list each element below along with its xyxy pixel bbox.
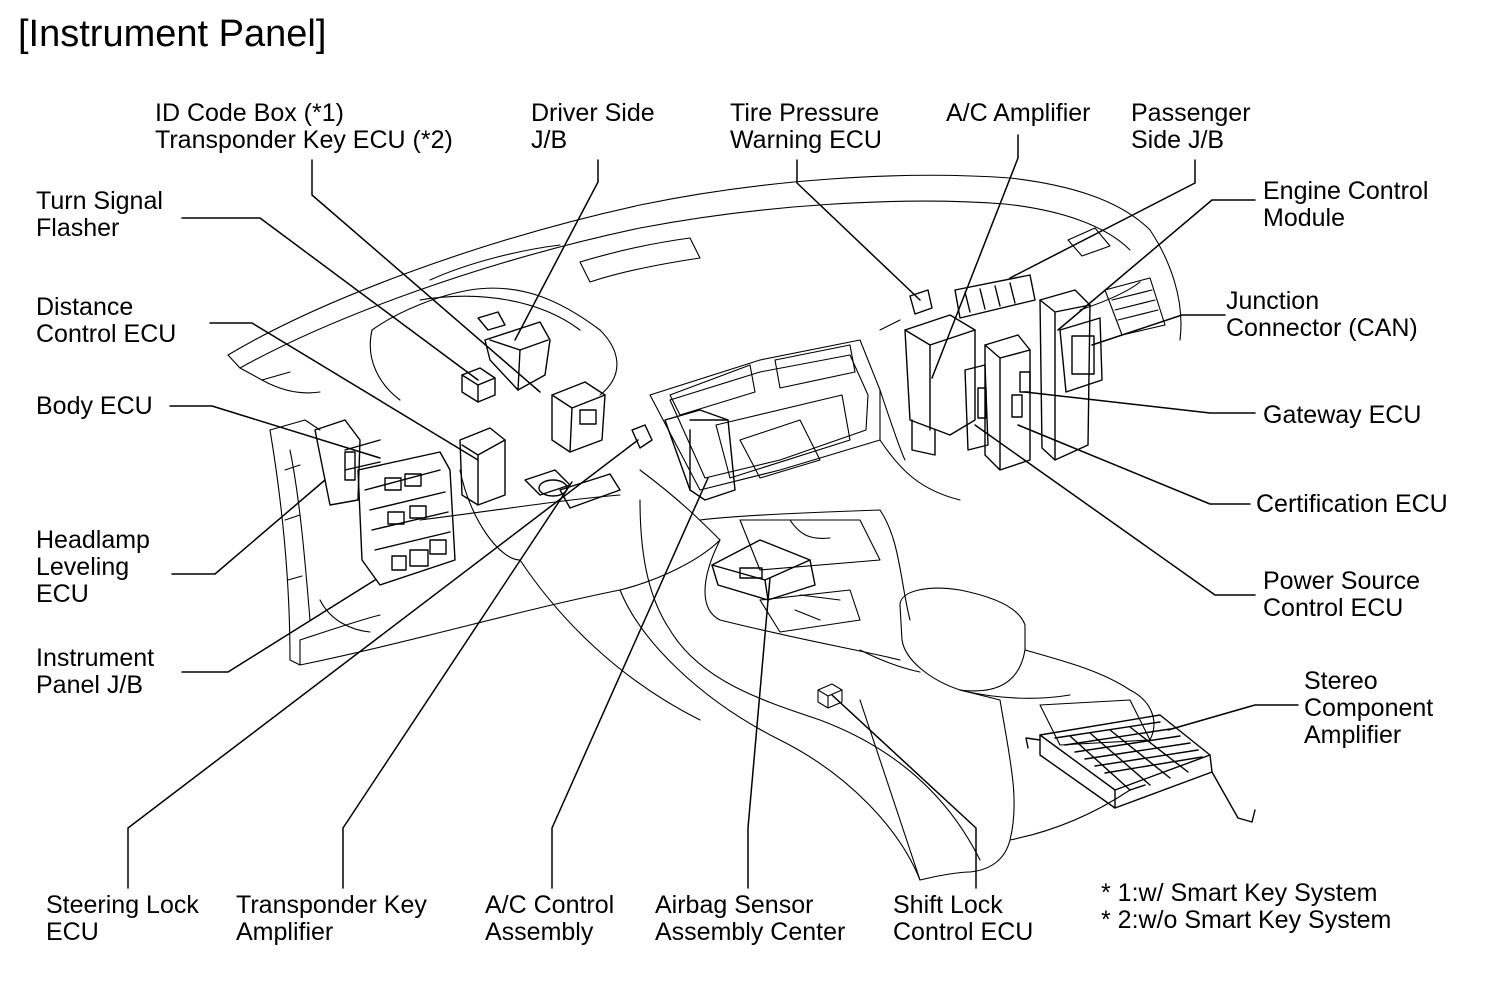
- label-line: Module: [1263, 204, 1345, 232]
- label-line: Gateway ECU: [1263, 401, 1422, 429]
- label-ac-control-assembly: A/C Control Assembly: [485, 892, 614, 946]
- label-line: Transponder Key: [236, 891, 427, 919]
- label-line: Warning ECU: [730, 126, 882, 154]
- label-line: Passenger: [1131, 99, 1251, 127]
- label-line: ID Code Box (*1): [155, 99, 344, 127]
- label-airbag-sensor-assembly-center: Airbag Sensor Assembly Center: [655, 892, 845, 946]
- label-driver-side-jb: Driver Side J/B: [531, 100, 655, 154]
- label-line: Body ECU: [36, 392, 153, 420]
- label-line: J/B: [531, 126, 568, 154]
- label-line: Connector (CAN): [1226, 314, 1418, 342]
- label-line: ECU: [36, 580, 89, 608]
- label-line: Shift Lock: [893, 891, 1003, 919]
- label-line: Control ECU: [893, 918, 1034, 946]
- label-ac-amplifier: A/C Amplifier: [946, 100, 1090, 127]
- label-id-code-box: ID Code Box (*1) Transponder Key ECU (*2…: [155, 100, 453, 154]
- label-shift-lock-control-ecu: Shift Lock Control ECU: [893, 892, 1033, 946]
- label-gateway-ecu: Gateway ECU: [1263, 402, 1421, 429]
- label-line: Distance: [36, 293, 134, 321]
- leader-lines: [128, 135, 1298, 888]
- footnotes: * 1:w/ Smart Key System * 2:w/o Smart Ke…: [1101, 880, 1391, 934]
- label-steering-lock-ecu: Steering Lock ECU: [46, 892, 199, 946]
- label-line: Steering Lock: [46, 891, 199, 919]
- label-line: Flasher: [36, 214, 120, 242]
- label-line: Control ECU: [36, 320, 177, 348]
- label-line: Tire Pressure: [730, 99, 880, 127]
- label-line: Stereo: [1304, 667, 1378, 695]
- label-line: A/C Amplifier: [946, 99, 1091, 127]
- label-line: Amplifier: [1304, 721, 1402, 749]
- footnote-no-smart-key: * 2:w/o Smart Key System: [1101, 906, 1392, 934]
- label-transponder-key-amplifier: Transponder Key Amplifier: [236, 892, 427, 946]
- label-line: Instrument: [36, 644, 155, 672]
- label-body-ecu: Body ECU: [36, 393, 153, 420]
- label-line: Engine Control: [1263, 177, 1429, 205]
- label-line: Control ECU: [1263, 594, 1404, 622]
- label-power-source-control-ecu: Power Source Control ECU: [1263, 568, 1420, 622]
- label-line: Headlamp: [36, 526, 150, 554]
- label-line: Assembly Center: [655, 918, 846, 946]
- label-line: ECU: [46, 918, 99, 946]
- label-line: Certification ECU: [1256, 490, 1448, 518]
- label-tire-pressure-warning-ecu: Tire Pressure Warning ECU: [730, 100, 882, 154]
- label-turn-signal-flasher: Turn Signal Flasher: [36, 188, 163, 242]
- components: [315, 275, 1255, 822]
- label-line: Panel J/B: [36, 671, 144, 699]
- label-line: Turn Signal: [36, 187, 163, 215]
- label-engine-control-module: Engine Control Module: [1263, 178, 1428, 232]
- label-line: Assembly: [485, 918, 594, 946]
- page-title: [Instrument Panel]: [18, 13, 327, 55]
- label-line: Leveling: [36, 553, 130, 581]
- label-line: Power Source: [1263, 567, 1421, 595]
- label-passenger-side-jb: Passenger Side J/B: [1131, 100, 1251, 154]
- label-line: Airbag Sensor: [655, 891, 814, 919]
- label-line: Side J/B: [1131, 126, 1225, 154]
- label-certification-ecu: Certification ECU: [1256, 491, 1448, 518]
- footnote-smart-key: * 1:w/ Smart Key System: [1101, 879, 1378, 907]
- label-line: Transponder Key ECU (*2): [155, 126, 453, 154]
- label-headlamp-leveling-ecu: Headlamp Leveling ECU: [36, 527, 150, 608]
- label-line: Junction: [1226, 287, 1320, 315]
- dashboard-outline: [228, 175, 1181, 880]
- label-junction-connector-can: Junction Connector (CAN): [1226, 288, 1418, 342]
- label-instrument-panel-jb: Instrument Panel J/B: [36, 645, 154, 699]
- label-line: Driver Side: [531, 99, 655, 127]
- label-line: A/C Control: [485, 891, 615, 919]
- label-line: Component: [1304, 694, 1434, 722]
- label-line: Amplifier: [236, 918, 334, 946]
- label-distance-control-ecu: Distance Control ECU: [36, 294, 176, 348]
- label-stereo-component-amplifier: Stereo Component Amplifier: [1304, 668, 1433, 749]
